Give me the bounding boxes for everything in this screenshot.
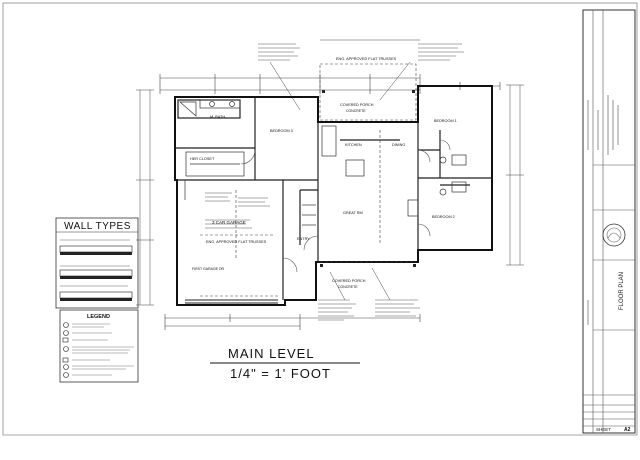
room-label-m-bath: M. BATH — [210, 115, 225, 119]
wall-types-heading: WALL TYPES — [64, 221, 131, 232]
label-covered-porch-top-sub: CONCRETE — [346, 109, 366, 113]
sheet-label: SHEET — [596, 427, 611, 432]
sheet-name-label: FLOOR PLAN — [619, 272, 625, 310]
label-trusses-garage: ENG. APPROVED FLAT TRUSSES — [206, 240, 267, 244]
drawing-scale-text: 1/4" = 1' FOOT — [230, 366, 331, 381]
seal-logo — [602, 223, 626, 247]
interior-walls — [175, 97, 492, 300]
label-first-garage: FIRST GARAGE DR — [192, 267, 224, 271]
room-label-entry: ENTRY — [297, 237, 310, 241]
room-label-garage: 3 CAR GARAGE — [212, 220, 246, 225]
label-covered-porch-front-sub: CONCRETE — [338, 285, 358, 289]
beam-lines — [200, 63, 417, 297]
note-blocks — [205, 43, 464, 321]
room-labels: M. BATH HER CLOSET KITCHEN DINING GREAT … — [190, 57, 457, 289]
drawing-title-text: MAIN LEVEL — [228, 346, 315, 361]
drawing-title: MAIN LEVEL 1/4" = 1' FOOT — [210, 346, 360, 381]
room-label-kitchen: KITCHEN — [345, 143, 362, 147]
label-trusses-top: ENG. APPROVED FLAT TRUSSES — [336, 57, 397, 61]
wall-types-panel: WALL TYPES — [55, 217, 139, 309]
room-label-her-closet: HER CLOSET — [190, 157, 215, 161]
room-label-bedroom-3: BEDROOM 3 — [270, 129, 293, 133]
garage-doors — [185, 299, 278, 304]
door-swings — [240, 139, 451, 273]
legend-panel: LEGEND — [59, 309, 139, 383]
room-label-great-rm: GREAT RM — [343, 211, 363, 215]
wall-type-hatch-2 — [59, 269, 133, 279]
label-covered-porch-top: COVERED PORCH — [340, 103, 374, 107]
wall-type-hatch-3 — [59, 291, 133, 301]
room-label-bedroom-1: BEDROOM 1 — [434, 119, 457, 123]
dimension-lines — [136, 39, 524, 330]
exterior-walls — [174, 85, 493, 306]
title-block: FLOOR PLAN SHEET A2 — [582, 9, 636, 434]
sheet-number: A2 — [624, 427, 631, 433]
room-label-dining: DINING — [392, 143, 405, 147]
columns — [320, 90, 416, 267]
room-label-bedroom-2: BEDROOM 2 — [432, 215, 455, 219]
label-covered-porch-front: COVERED PORCH — [332, 279, 366, 283]
legend-heading: LEGEND — [87, 314, 110, 320]
wall-type-hatch-1 — [59, 245, 133, 255]
